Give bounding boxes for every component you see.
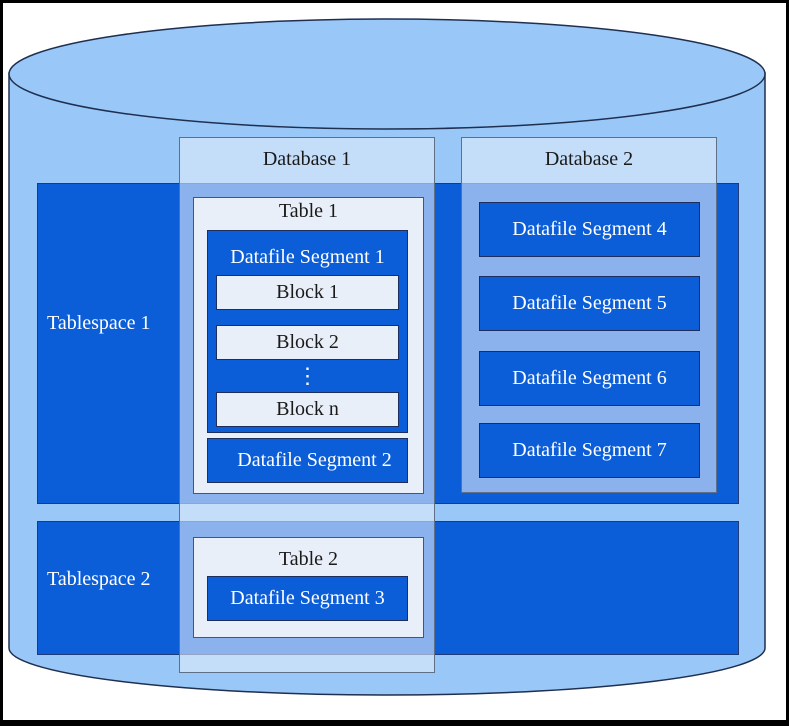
datafile-segment-1-label: Datafile Segment 1: [230, 246, 385, 268]
block-n: Block n: [216, 392, 399, 427]
datafile-segment-7: Datafile Segment 7: [479, 423, 700, 478]
datafile-segment-6: Datafile Segment 6: [479, 351, 700, 406]
tablespace-2-label: Tablespace 2: [47, 568, 151, 590]
database-1-title: Database 1: [262, 148, 352, 170]
diagram-canvas: Tablespace 1 Tablespace 2 Database 1 Dat…: [3, 3, 786, 720]
datafile-segment-2: Datafile Segment 2: [207, 438, 408, 483]
block-ellipsis: ⋮: [296, 363, 319, 388]
table-2-title: Table 2: [278, 548, 339, 570]
block-2: Block 2: [216, 325, 399, 360]
datafile-segment-4: Datafile Segment 4: [479, 202, 700, 257]
tablespace-1-label: Tablespace 1: [47, 312, 151, 334]
datafile-segment-5: Datafile Segment 5: [479, 276, 700, 331]
database-2-title: Database 2: [544, 148, 634, 170]
datafile-segment-3: Datafile Segment 3: [207, 576, 408, 621]
table-1-title: Table 1: [278, 200, 339, 222]
cylinder-top: [8, 18, 766, 130]
block-1: Block 1: [216, 275, 399, 310]
